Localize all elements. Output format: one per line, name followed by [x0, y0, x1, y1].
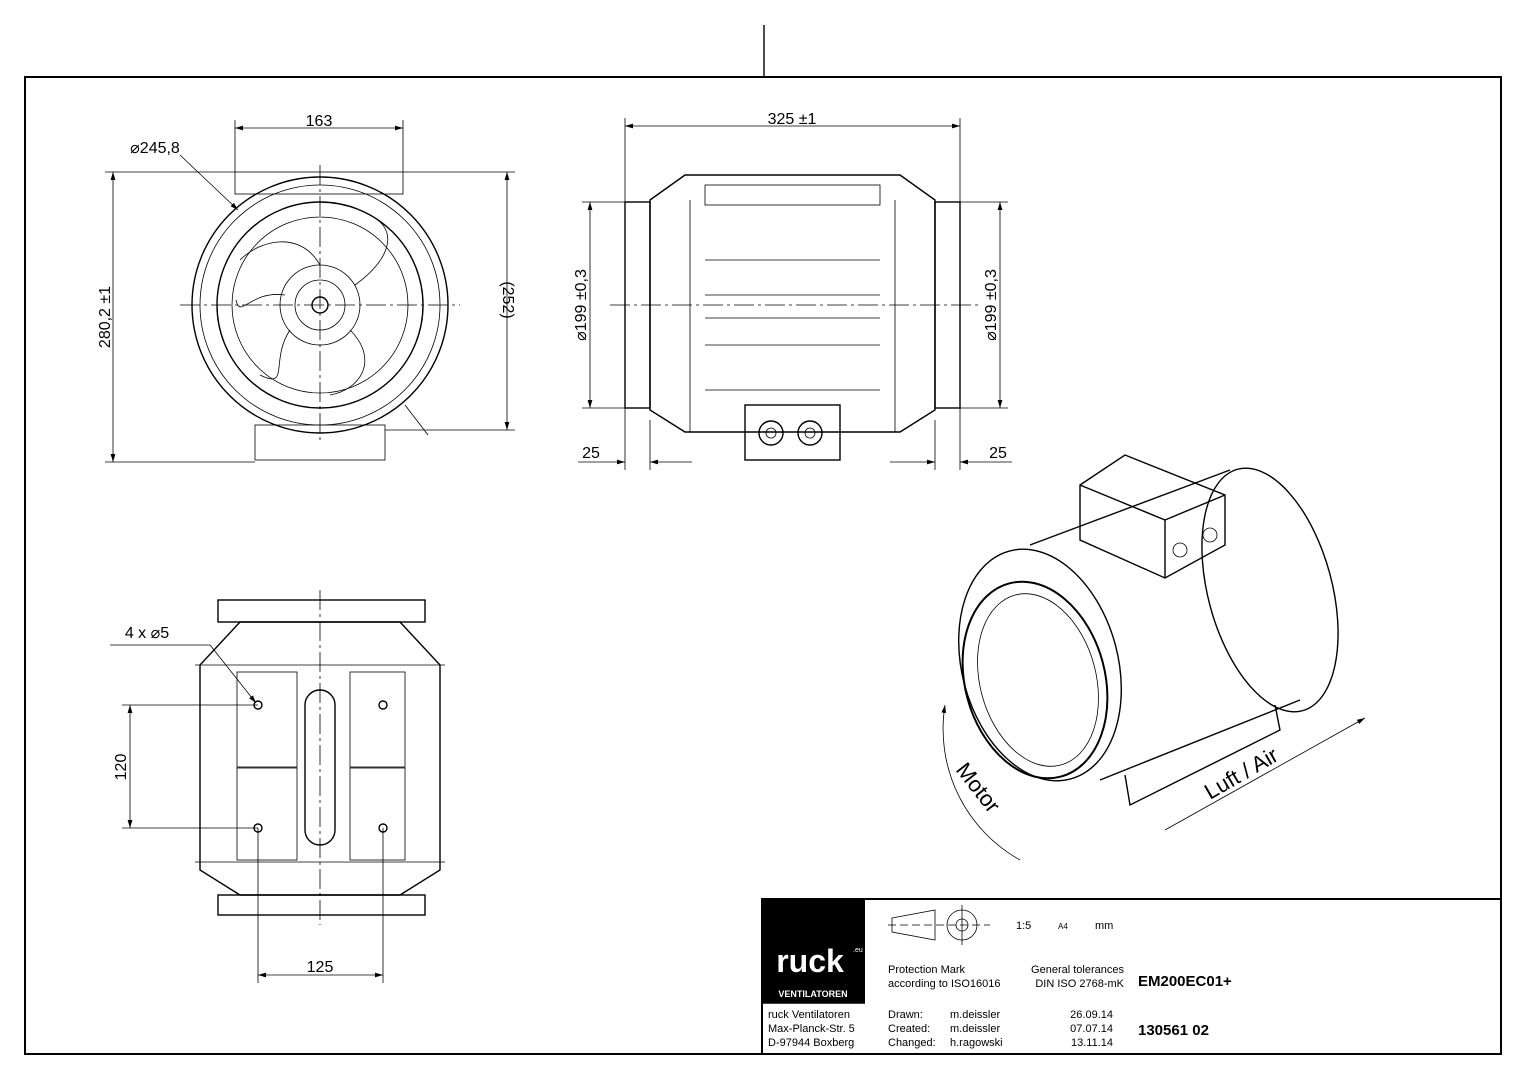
history-date: 26.09.14	[1070, 1009, 1113, 1021]
scale: 1:5	[1016, 920, 1031, 932]
side-view: 325 ±1 ⌀199 ±0,3 ⌀199 ±0,3 25 25	[573, 111, 1012, 470]
units: mm	[1095, 920, 1113, 932]
front-view: 163 ⌀245,8 280,2 ±1 (252)	[97, 113, 516, 463]
logo-suffix: .eu	[853, 947, 863, 954]
history-name: m.deissler	[950, 1009, 1000, 1021]
history-role: Drawn:	[888, 1009, 923, 1021]
projection-symbol	[888, 905, 990, 945]
bottom-holes-dim: 4 x ⌀5	[125, 625, 169, 642]
front-ref-height-dim: (252)	[499, 281, 516, 318]
paper-size: A4	[1058, 922, 1068, 931]
front-height-dim: 280,2 ±1	[97, 286, 114, 348]
logo-text: ruck	[776, 943, 844, 979]
history-row: Drawn: m.deissler 26.09.14	[888, 1009, 1113, 1021]
history-role: Changed:	[888, 1037, 936, 1049]
tolerance-label: General tolerances	[1031, 964, 1124, 976]
airflow-label: Luft / Air	[1200, 742, 1282, 804]
history-row: Changed: h.ragowski 13.11.14	[888, 1037, 1113, 1049]
bottom-spacing-dim: 120	[113, 754, 130, 781]
history-name: m.deissler	[950, 1023, 1000, 1035]
company-name: ruck Ventilatoren	[768, 1009, 850, 1021]
side-right-diameter-dim: ⌀199 ±0,3	[983, 269, 1000, 341]
product-code: EM200EC01+	[1138, 973, 1232, 990]
bottom-view: 4 x ⌀5 120 125	[110, 590, 445, 983]
side-left-diameter-dim: ⌀199 ±0,3	[573, 269, 590, 341]
company-city: D-97944 Boxberg	[768, 1037, 854, 1049]
logo-sub: VENTILATOREN	[778, 989, 847, 999]
drawing-number: 130561 02	[1138, 1022, 1209, 1039]
title-block: ruck .eu VENTILATOREN 1:5 A4 mm Protecti…	[761, 898, 1502, 1055]
history-role: Created:	[888, 1023, 930, 1035]
company-street: Max-Planck-Str. 5	[768, 1023, 855, 1035]
protection-standard: according to ISO16016	[888, 978, 1001, 990]
side-length-dim: 325 ±1	[768, 111, 817, 128]
motor-label: Motor	[951, 758, 1005, 818]
history-name: h.ragowski	[950, 1037, 1003, 1049]
front-diameter-dim: ⌀245,8	[130, 140, 180, 157]
front-width-dim: 163	[306, 113, 333, 130]
side-right-collar-dim: 25	[989, 445, 1007, 462]
tolerance-standard: DIN ISO 2768-mK	[1035, 978, 1124, 990]
bottom-width-dim: 125	[307, 959, 334, 976]
history-row: Created: m.deissler 07.07.14	[888, 1023, 1113, 1035]
isometric-view: Motor Luft / Air	[941, 454, 1366, 861]
protection-mark: Protection Mark	[888, 964, 966, 976]
side-left-collar-dim: 25	[582, 445, 600, 462]
history-date: 13.11.14	[1071, 1037, 1113, 1049]
history-date: 07.07.14	[1070, 1023, 1113, 1035]
